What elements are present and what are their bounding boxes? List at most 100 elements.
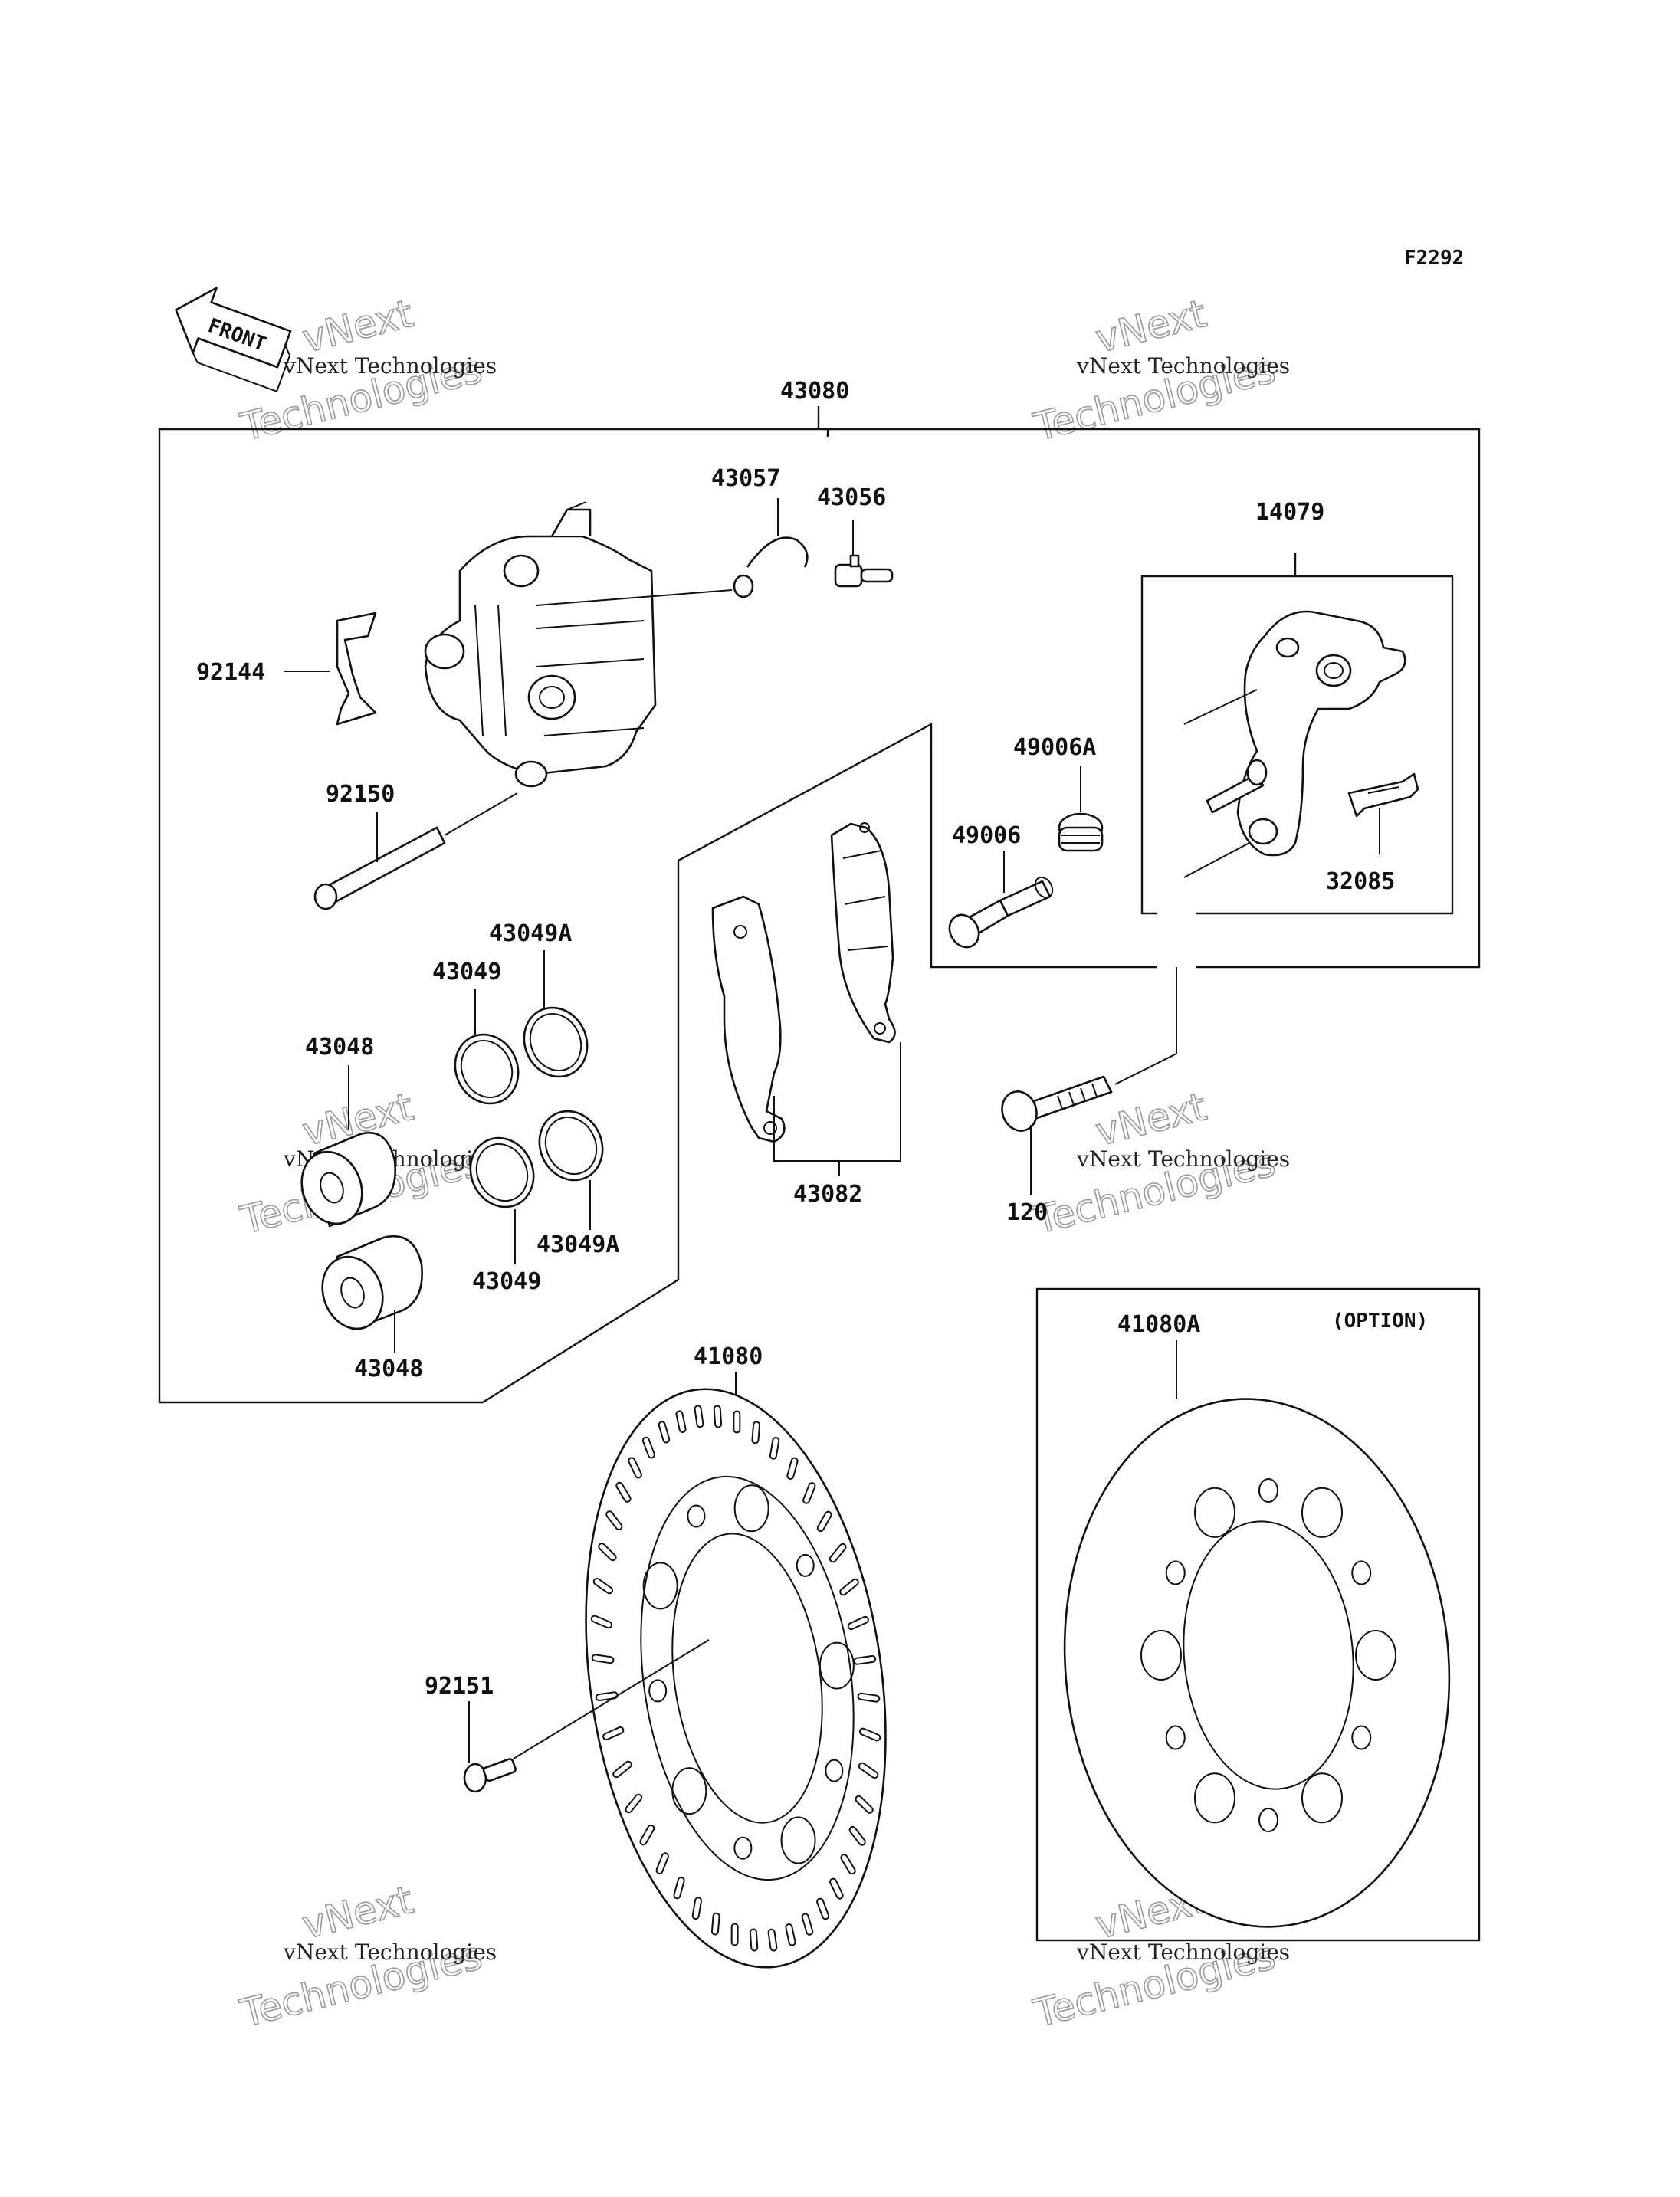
option-box-outline	[1035, 1287, 1481, 1942]
part-number-43080: 43080	[780, 378, 849, 405]
part-number-43049-bot: 43049	[472, 1268, 541, 1295]
disc-slot	[858, 1727, 881, 1742]
bleeder-valve-nut	[834, 563, 863, 588]
part-number-43057: 43057	[711, 465, 780, 492]
part-number-41080A: 41080A	[1117, 1311, 1200, 1338]
option-disc-bolt-hole	[1258, 1478, 1278, 1503]
piston-seal-43049-bot	[469, 1136, 535, 1208]
bleeder-valve	[834, 520, 894, 588]
disc-slot	[655, 1852, 669, 1874]
option-label: (OPTION)	[1332, 1310, 1428, 1333]
disc-slot	[733, 1410, 741, 1434]
figure-id: F2292	[1404, 247, 1464, 270]
part-number-14079: 14079	[1255, 499, 1324, 526]
dust-seal-43049A-top	[523, 1006, 589, 1078]
watermark: vNext Technologies vNext Technologies	[235, 1877, 497, 2036]
caliper-main-housing	[424, 535, 657, 776]
caliper-bracket-upper-hole-inner	[1324, 662, 1344, 679]
watermark-line1: vNext	[1091, 1084, 1211, 1155]
option-disc-hub	[1183, 1520, 1354, 1790]
brake-pad-right	[830, 822, 896, 1044]
disc-slot	[749, 1928, 759, 1952]
disc-slot	[691, 1897, 703, 1920]
caliper-upper-bore	[503, 554, 540, 588]
disc-slot	[769, 1436, 780, 1460]
disc-lightening-hole	[819, 1641, 855, 1690]
piston-seal-43049-top	[454, 1033, 520, 1105]
disc-slot	[592, 1577, 614, 1595]
pin-boot-49006A-body	[1058, 826, 1104, 852]
part-number-43049A-bot: 43049A	[536, 1231, 619, 1258]
watermark-line1: vNext	[298, 291, 418, 362]
disc-lightening-hole	[642, 1562, 678, 1610]
part-number-92151: 92151	[425, 1673, 494, 1700]
disc-slot	[639, 1824, 655, 1846]
disc-bolt-hole	[733, 1836, 753, 1860]
piston-seal-43049-top-inner	[460, 1040, 514, 1098]
piston-seals	[454, 950, 604, 1264]
disc-bolt-hole	[825, 1759, 844, 1782]
disc-slot	[751, 1421, 761, 1444]
hose-guide-ring	[733, 574, 754, 598]
caliper-ribs	[536, 620, 645, 736]
leader-bracket-to-hole	[1183, 842, 1250, 878]
slide-pin-shaft	[320, 826, 446, 906]
disc-slot	[785, 1923, 796, 1946]
piston-43048-bot-face	[321, 1255, 384, 1330]
bracket-box-outline	[1140, 575, 1454, 915]
disc-slot	[858, 1762, 879, 1779]
dust-seal-43049A-bot	[538, 1110, 604, 1182]
disc-slot	[816, 1897, 830, 1920]
watermark: vNext Technologies vNext Technologies	[1029, 1084, 1290, 1243]
pad-spring	[284, 612, 377, 726]
part-number-43048-top: 43048	[305, 1034, 374, 1061]
part-number-41080: 41080	[694, 1343, 763, 1370]
slide-pin-head	[313, 883, 338, 910]
leader-92151-to-disc	[513, 1639, 710, 1759]
disc-slot	[591, 1654, 615, 1664]
brake-disc-outer	[585, 1388, 887, 1969]
option-box: (OPTION)	[1035, 1287, 1481, 1942]
brake-pad-left-hole-2	[763, 1121, 777, 1135]
brake-pad-right-top-hole	[859, 822, 870, 833]
caliper-edge-line	[474, 605, 484, 736]
caliper-bracket-small-hole	[1275, 637, 1300, 658]
option-disc-bolt-hole	[1351, 1725, 1372, 1750]
caliper-edge-line-2	[497, 605, 507, 736]
brake-disc-cooling-slots	[590, 1405, 881, 1952]
hose-guide	[733, 498, 809, 598]
watermark: vNext Technologies vNext Technologies	[235, 290, 497, 450]
assembly-outline-right	[828, 428, 1481, 969]
bracket-sub-box	[1140, 553, 1454, 915]
disc-slot	[840, 1854, 856, 1875]
caliper-bracket-lower-hole	[1248, 818, 1278, 845]
disc-slot	[848, 1825, 866, 1846]
mounting-bolt-head	[1001, 1090, 1038, 1132]
part-number-92150: 92150	[326, 781, 395, 808]
watermark: vNext Technologies vNext Technologies	[1029, 290, 1290, 450]
brake-disc-inner-ring	[640, 1475, 855, 1881]
brake-disc	[585, 1372, 887, 1969]
disc-slot	[713, 1405, 723, 1428]
piston-43048-top-face	[300, 1150, 363, 1225]
caliper-side-bore	[424, 633, 465, 670]
pad-retainer-shape	[1347, 772, 1419, 818]
option-disc-lobe	[1194, 1772, 1235, 1824]
leader-43057	[536, 589, 733, 606]
front-arrow-depth	[192, 345, 291, 393]
disc-slot	[675, 1410, 687, 1433]
pin-49006-shaft	[999, 880, 1052, 917]
disc-lightening-hole	[671, 1767, 707, 1815]
part-number-49006A: 49006A	[1013, 734, 1096, 761]
piston-43048-top-cup	[320, 1172, 344, 1204]
part-number-120: 120	[1006, 1199, 1048, 1226]
front-arrow-shape	[175, 287, 292, 369]
disc-slot	[786, 1457, 799, 1480]
option-disc-outer	[1063, 1398, 1451, 1928]
caliper-bracket	[1183, 610, 1406, 878]
caliper-bracket-body	[1236, 610, 1406, 857]
disc-bolt-head	[463, 1763, 487, 1793]
disc-bolt-hole	[796, 1553, 815, 1577]
bleeder-valve-stem	[849, 554, 860, 568]
